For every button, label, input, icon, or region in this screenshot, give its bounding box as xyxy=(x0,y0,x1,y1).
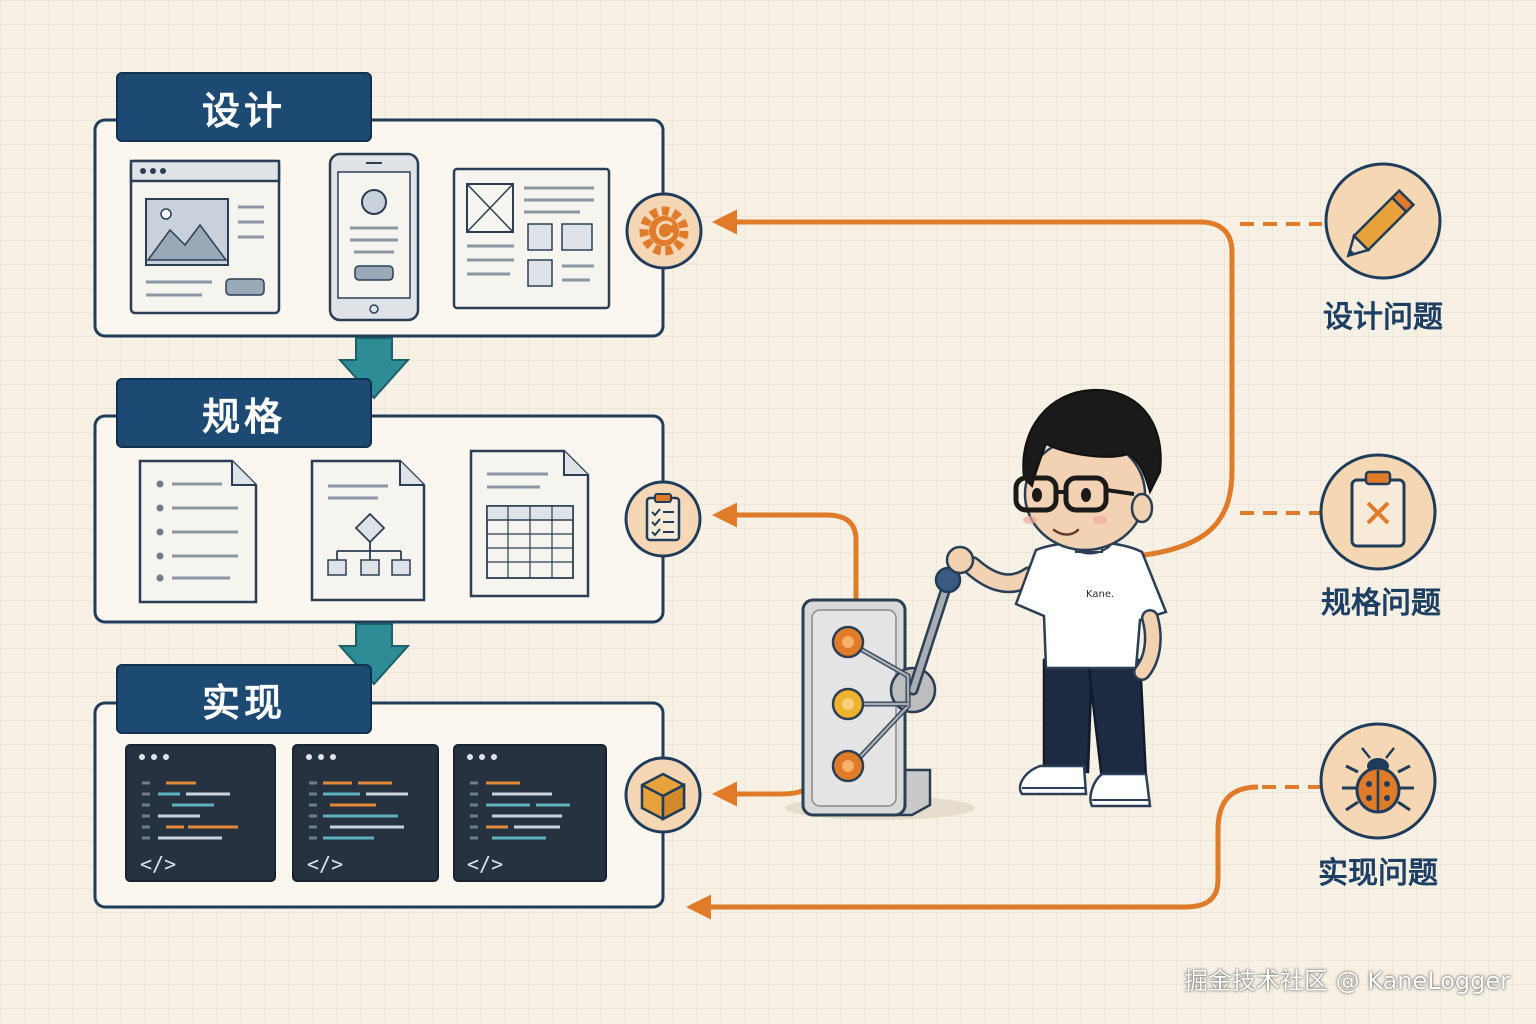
flowchart-document-icon xyxy=(310,459,426,602)
spec-document-icon xyxy=(138,459,258,604)
lever-machine xyxy=(785,566,975,820)
issue-label-design: 设计问题 xyxy=(1323,300,1443,335)
issue-label-implementation: 实现问题 xyxy=(1318,856,1438,891)
pencil-icon xyxy=(1324,162,1442,280)
flow-down-arrow-1 xyxy=(337,337,411,400)
design-feedback-arrow xyxy=(712,209,1235,559)
shirt-logo-text: Kane. xyxy=(1086,589,1114,600)
code-window-icon: </> xyxy=(125,744,276,882)
gear-icon xyxy=(625,192,703,270)
package-cube-icon xyxy=(624,756,702,834)
table-document-icon xyxy=(469,449,590,598)
bug-icon xyxy=(1319,722,1437,840)
mobile-mockup-icon xyxy=(328,152,420,322)
clipboard-x-icon xyxy=(1319,453,1437,571)
phase-title-implementation: 实现 xyxy=(116,664,372,734)
issue-label-spec: 规格问题 xyxy=(1321,586,1441,621)
bug-feedback-arrow xyxy=(686,784,1259,920)
svg-text:</>: </> xyxy=(467,852,503,876)
svg-text:</>: </> xyxy=(140,852,176,876)
wireframe-icon xyxy=(452,167,611,310)
developer-character: Kane. xyxy=(945,388,1168,808)
svg-text:</>: </> xyxy=(307,852,343,876)
implementation-feedback-arrow xyxy=(712,770,813,807)
code-window-icon: </> xyxy=(292,744,439,882)
browser-mockup-icon xyxy=(129,159,281,315)
watermark: 掘金技术社区 @ KaneLogger xyxy=(1184,967,1510,995)
phase-title-design: 设计 xyxy=(116,72,372,142)
checklist-icon xyxy=(624,480,702,558)
code-window-icon: </> xyxy=(453,744,607,882)
phase-title-spec: 规格 xyxy=(116,378,372,448)
flow-down-arrow-2 xyxy=(337,623,411,686)
spec-feedback-arrow xyxy=(712,502,859,600)
